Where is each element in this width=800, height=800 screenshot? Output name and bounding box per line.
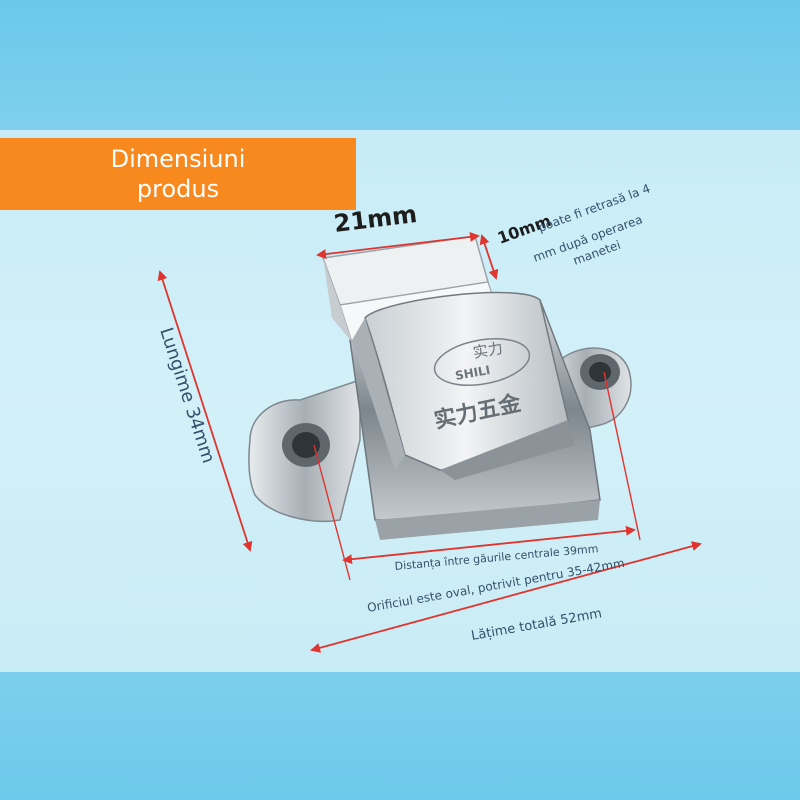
length-arrow xyxy=(157,270,253,552)
length-label: Lungime 34mm xyxy=(155,325,219,466)
width-top-label: 21mm xyxy=(332,200,418,238)
brand-latin: SHILI xyxy=(454,363,491,383)
hole-guide-right xyxy=(603,371,641,541)
width-top-arrow xyxy=(316,231,480,260)
bottom-blue-band xyxy=(0,672,800,800)
banner-line-1: Dimensiuni xyxy=(110,145,246,173)
brand-cn-small: 实力 xyxy=(472,339,505,362)
total-width-label: Lățime totală 52mm xyxy=(470,606,603,644)
latch-handle xyxy=(352,291,575,480)
banner-line-2: produs xyxy=(136,175,220,203)
retract-arrow xyxy=(479,234,499,280)
dimensions-banner: Dimensiuni produs xyxy=(0,138,356,210)
dimension-arrows xyxy=(157,231,702,653)
total-width-arrow xyxy=(310,541,702,653)
top-blue-band xyxy=(0,0,800,130)
